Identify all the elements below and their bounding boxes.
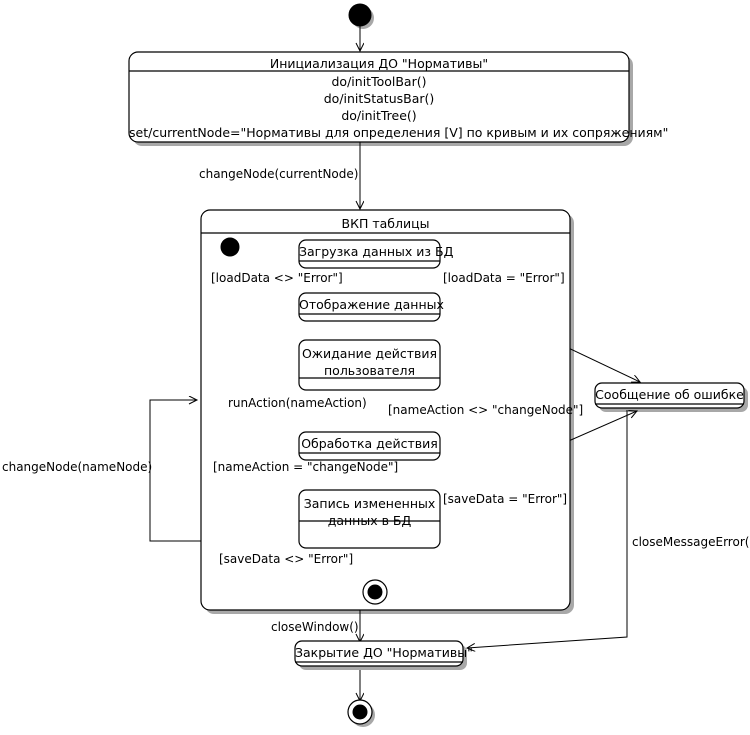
transition-label-process-wait: [nameAction <> "changeNode"] [388,403,584,417]
transition-label-composite-closing: closeWindow() [271,620,359,634]
transition-label-error-closing: closeMessageError() [632,535,750,549]
state-display-data-title: Отображение данных [299,297,444,312]
transition-label-save-final: [saveData <> "Error"] [219,552,354,566]
edge-error-closing [467,410,628,648]
state-load-data-title: Загрузка данных из БД [299,244,454,259]
outer-final-state [347,699,373,725]
transition-label-load-error: [loadData = "Error"] [443,271,565,285]
inner-initial-pseudostate [220,237,240,257]
inner-final-state [362,579,388,605]
state-save-data-line-0: Запись измененных [303,496,436,511]
state-closing[interactable] [294,640,464,667]
state-initialization-action-0: do/initToolBar() [331,74,427,89]
state-wait-user-action-line-1: пользователя [324,363,415,378]
state-composite-title: ВКП таблицы [341,216,430,231]
state-initialization-action-2: do/initTree() [341,108,417,123]
state-composite-vkp[interactable] [200,209,571,611]
initial-pseudostate [348,3,372,27]
transition-label-init-composite: changeNode(currentNode) [199,167,359,181]
transition-label-process-save: [nameAction = "changeNode"] [213,460,399,474]
transition-label-load-display: [loadData <> "Error"] [211,271,343,285]
state-initialization-action-1: do/initStatusBar() [323,91,435,106]
state-process-action[interactable] [298,431,441,461]
state-save-data[interactable] [298,489,441,549]
transition-label-wait-process: runAction(nameAction) [228,396,367,410]
state-initialization-title: Инициализация ДО "Нормативы" [269,56,489,71]
transition-label-save-error: [saveData = "Error"] [443,492,568,506]
edge-loop-changenode [149,400,201,542]
state-save-data-line-1: данных в БД [327,513,412,528]
state-load-data[interactable] [298,239,441,269]
state-wait-user-action-line-0: Ожидание действия [301,346,438,361]
state-error-message[interactable] [594,382,745,409]
state-process-action-title: Обработка действия [301,436,438,451]
state-closing-title: Закрытие ДО "Нормативы" [295,645,473,660]
state-error-message-title: Сообщение об ошибке [595,387,744,402]
state-display-data[interactable] [298,292,441,322]
state-initialization[interactable] [128,51,630,143]
transition-label-loop-changenode: changeNode(nameNode) [2,460,153,474]
state-initialization-action-3: set/currentNode="Нормативы для определен… [129,125,669,140]
state-wait-user-action[interactable] [298,339,441,391]
